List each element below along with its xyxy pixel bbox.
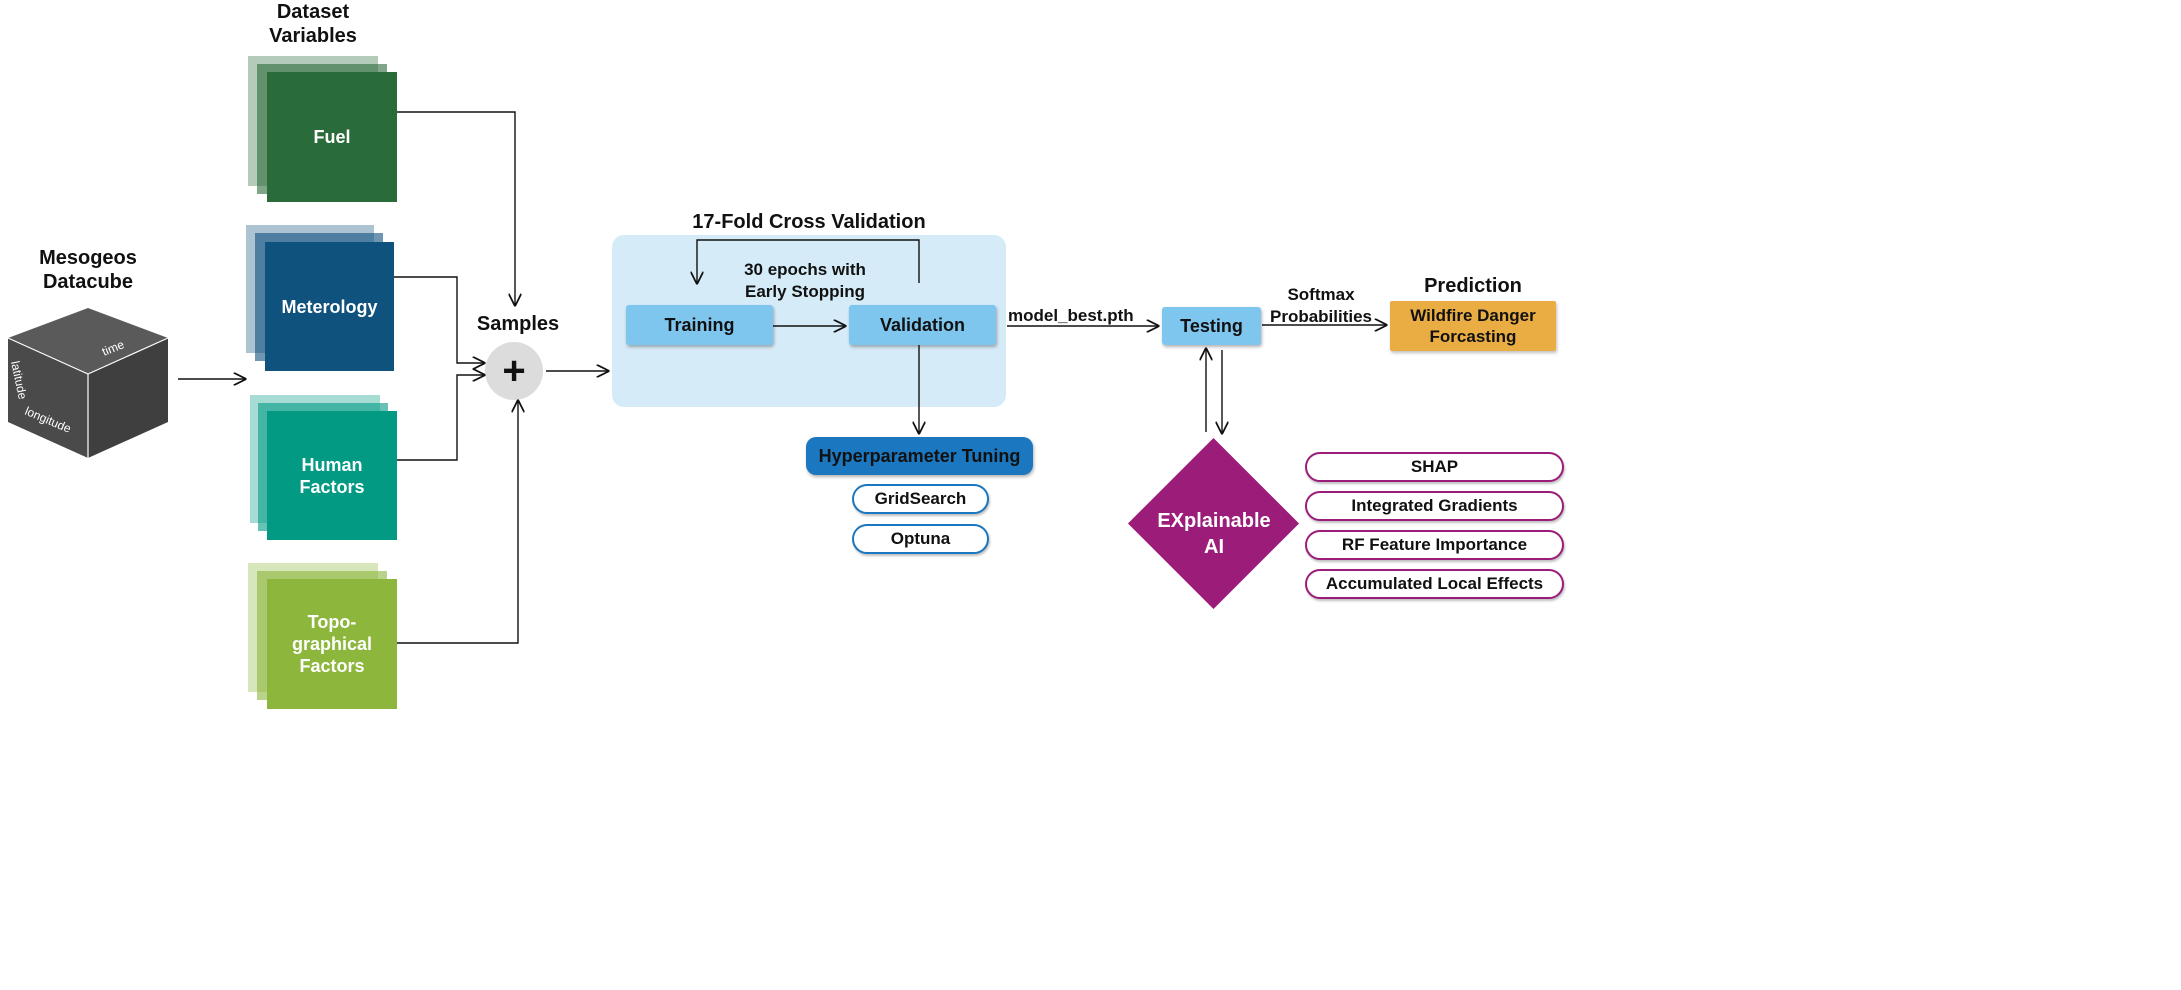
- gridsearch-label: GridSearch: [874, 489, 967, 508]
- meterology-card: Meterology: [265, 242, 394, 371]
- human-factors-label: Human Factors: [299, 454, 365, 497]
- validation-box: Validation: [849, 305, 996, 345]
- testing-box: Testing: [1162, 307, 1261, 345]
- samples-plus-icon: +: [485, 342, 543, 400]
- samples-title: Samples: [476, 313, 560, 335]
- softmax-label: Softmax Probabilities: [1269, 285, 1373, 326]
- topographical-factors-label: Topo- graphical Factors: [291, 612, 373, 676]
- human-factors-arrow: [397, 375, 484, 461]
- epochs-label: 30 epochs with Early Stopping: [744, 260, 866, 301]
- training-box: Training: [626, 305, 773, 345]
- optuna-label: Optuna: [890, 529, 951, 548]
- cross-validation-title: 17-Fold Cross Validation: [692, 211, 926, 233]
- xai-method-label: SHAP: [1410, 457, 1459, 476]
- training-label: Training: [664, 314, 735, 335]
- xai-method-label: Accumulated Local Effects: [1325, 574, 1544, 593]
- validation-label: Validation: [879, 314, 966, 335]
- xai-method-label: RF Feature Importance: [1341, 535, 1528, 554]
- prediction-title: Prediction: [1424, 275, 1522, 297]
- wildfire-danger-label: Wildfire Danger Forcasting: [1410, 306, 1536, 346]
- gridsearch-pill: GridSearch: [852, 484, 989, 514]
- topographical-factors-card: Topo- graphical Factors: [267, 579, 397, 709]
- fuel-arrow: [397, 111, 515, 305]
- hyperparameter-tuning-label: Hyperparameter Tuning: [818, 445, 1021, 466]
- topographical-arrow: [397, 401, 518, 644]
- xai-method-accumulated-local-effects: Accumulated Local Effects: [1305, 569, 1564, 599]
- xai-label: EXplainable AI: [1157, 510, 1271, 558]
- xai-method-label: Integrated Gradients: [1351, 496, 1518, 515]
- human-factors-card: Human Factors: [267, 411, 397, 540]
- meterology-label: Meterology: [281, 296, 378, 317]
- xai-method-integrated-gradients: Integrated Gradients: [1305, 491, 1564, 521]
- datacube-title: Mesogeos Datacube: [39, 247, 137, 293]
- samples-symbol: +: [502, 349, 526, 393]
- fuel-card: Fuel: [267, 72, 397, 202]
- testing-label: Testing: [1180, 315, 1243, 336]
- model-file-label: model_best.pth: [1008, 306, 1134, 325]
- wildfire-danger-box: Wildfire Danger Forcasting: [1390, 301, 1556, 351]
- fuel-label: Fuel: [313, 127, 351, 147]
- xai-method-shap: SHAP: [1305, 452, 1564, 482]
- xai-method-rf-feature-importance: RF Feature Importance: [1305, 530, 1564, 560]
- optuna-pill: Optuna: [852, 524, 989, 554]
- hyperparameter-tuning-box: Hyperparameter Tuning: [806, 437, 1033, 475]
- dataset-variables-title: Dataset Variables: [269, 1, 357, 47]
- datacube-cube-icon: time latitude longitude: [7, 308, 169, 458]
